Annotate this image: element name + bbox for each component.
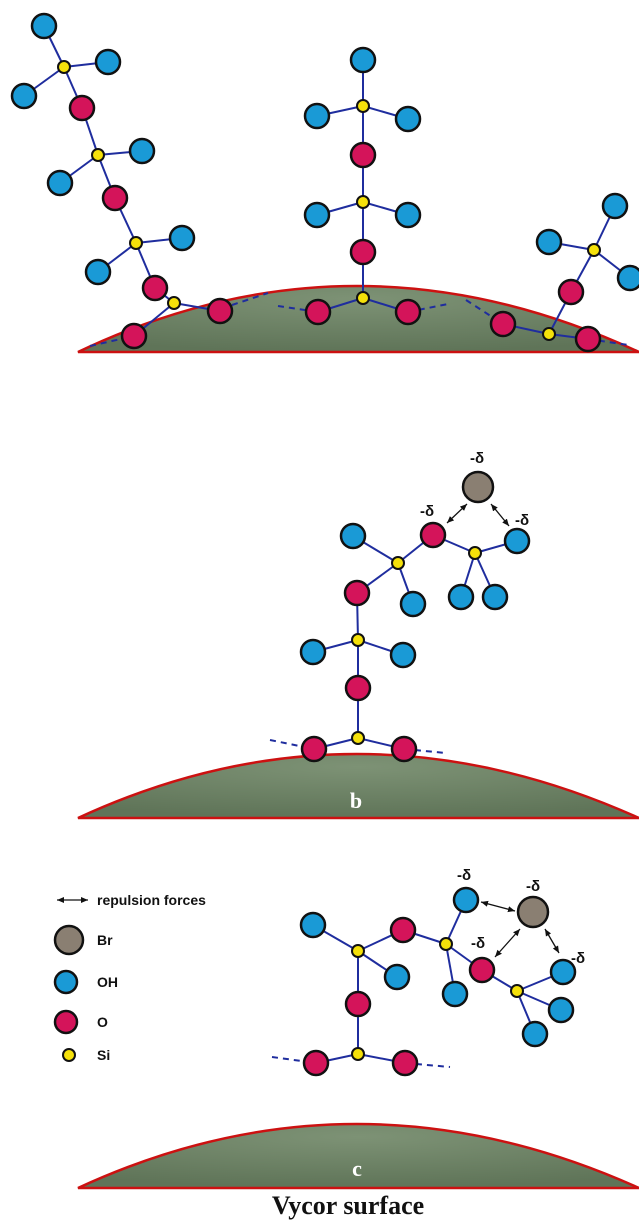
panel-label-b: b bbox=[350, 788, 362, 813]
legend-label: Si bbox=[97, 1047, 110, 1063]
charge-label: -δ bbox=[471, 935, 485, 952]
si-atoms-c bbox=[351, 937, 524, 1061]
br-symbol bbox=[53, 924, 85, 956]
panel-b: -δ -δ -δ b bbox=[77, 450, 639, 820]
legend-item-oh: OH bbox=[53, 969, 118, 995]
legend-label: Br bbox=[97, 932, 113, 948]
panel-c: -δ -δ -δ -δ c bbox=[77, 867, 639, 1190]
br-atom-c bbox=[516, 895, 550, 929]
oh-atoms-a bbox=[10, 12, 639, 292]
oh-atoms-c bbox=[299, 886, 577, 1048]
charge-label: -δ bbox=[515, 512, 529, 529]
legend-label: repulsion forces bbox=[97, 892, 206, 908]
charge-label: -δ bbox=[457, 867, 471, 884]
charge-label: -δ bbox=[571, 950, 585, 967]
oh-symbol bbox=[53, 969, 79, 995]
si-symbol bbox=[62, 1048, 76, 1062]
charge-label: -δ bbox=[470, 450, 484, 467]
legend-item-o: O bbox=[53, 1009, 108, 1035]
repulsion-arrows-c bbox=[480, 900, 560, 958]
panel-label-a: a bbox=[353, 346, 364, 371]
si-atoms-b bbox=[351, 546, 482, 745]
legend-label: OH bbox=[97, 974, 118, 990]
o-atoms-a bbox=[68, 94, 602, 353]
oh-atoms-b bbox=[299, 522, 531, 669]
o-atoms-b bbox=[300, 521, 447, 763]
charge-label: -δ bbox=[526, 878, 540, 895]
bonds-b bbox=[312, 534, 518, 750]
repulsion-arrows-b bbox=[446, 503, 510, 527]
o-symbol bbox=[53, 1009, 79, 1035]
charge-label: -δ bbox=[420, 503, 434, 520]
o-atoms-c bbox=[302, 916, 496, 1077]
br-atom-b bbox=[461, 470, 495, 504]
legend-item-br: Br bbox=[53, 924, 113, 956]
panel-label-c: c bbox=[352, 1156, 362, 1181]
si-atoms-a bbox=[57, 60, 601, 341]
legend-label: O bbox=[97, 1014, 108, 1030]
legend: repulsion forces Br OH O Si bbox=[53, 892, 206, 1063]
vycor-surface-b bbox=[77, 752, 639, 820]
vycor-surface-c bbox=[77, 1122, 639, 1190]
panel-a: a bbox=[10, 12, 639, 371]
legend-item-si: Si bbox=[62, 1047, 110, 1063]
legend-item-repulsion: repulsion forces bbox=[57, 892, 206, 908]
figure-caption: Vycor surface bbox=[272, 1191, 424, 1220]
